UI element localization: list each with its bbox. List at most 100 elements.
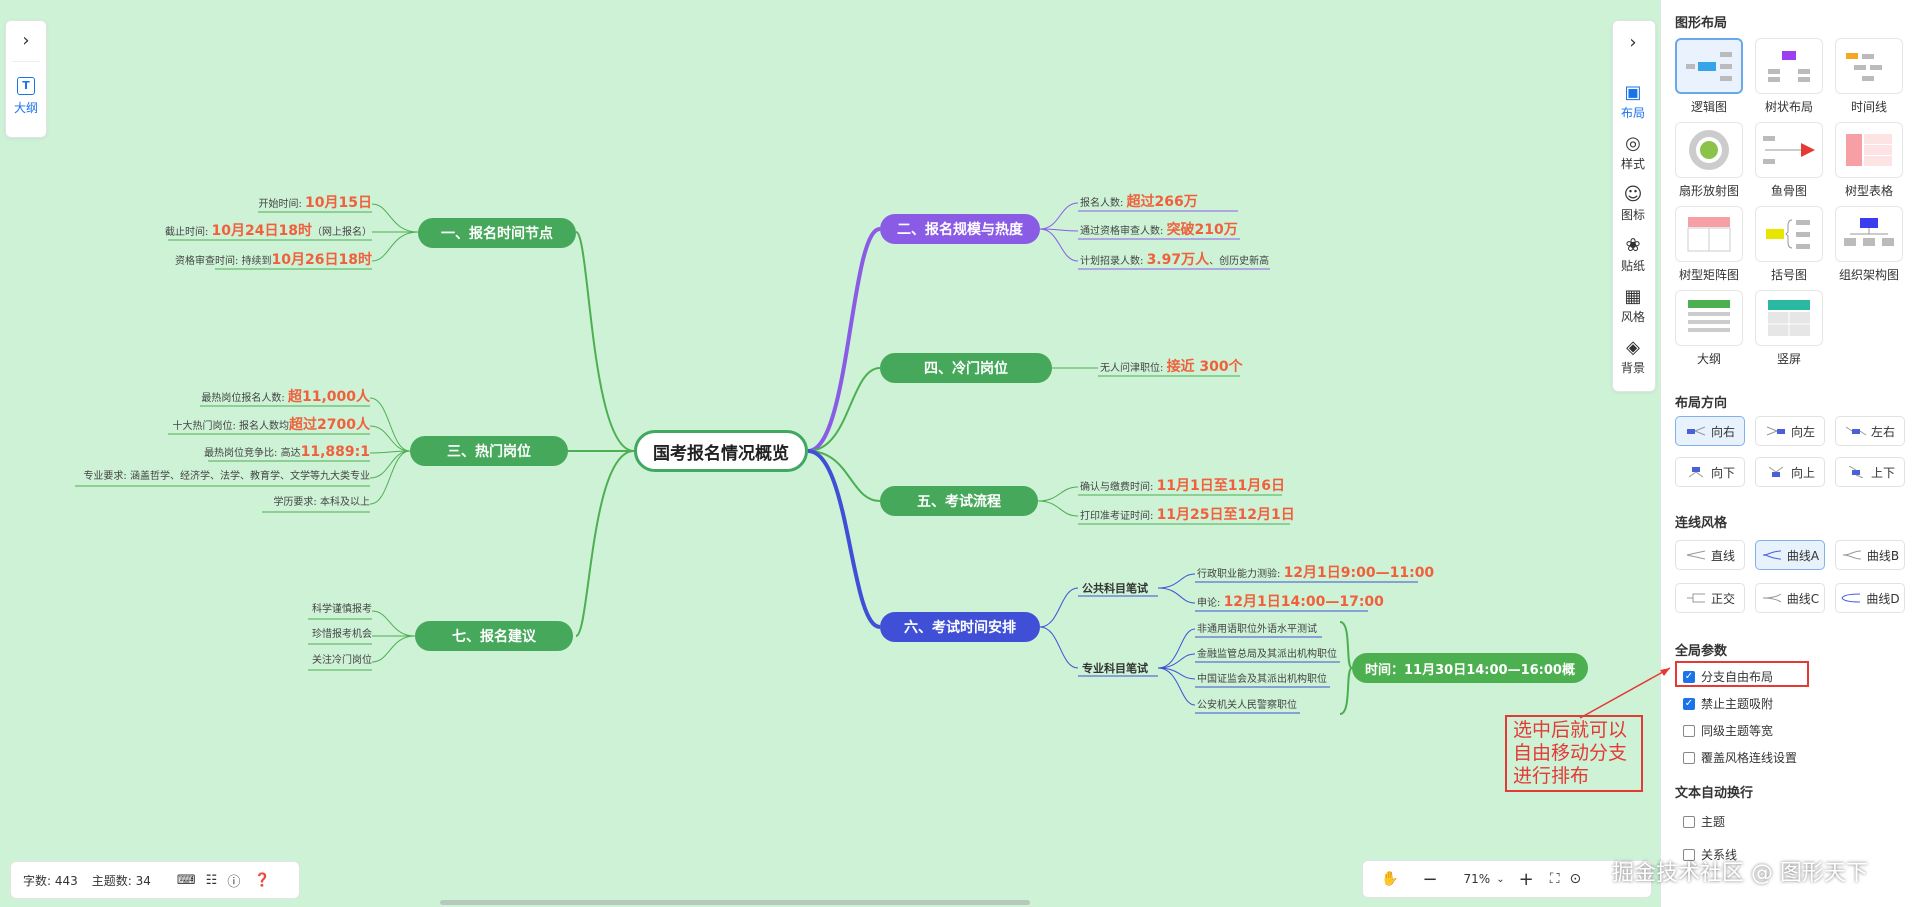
leaf-b3-0[interactable]: 最热岗位报名人数: 超11,000人 — [201, 389, 370, 405]
layout-fishbone[interactable]: 鱼骨图 — [1755, 122, 1823, 199]
leaf-b6-s1[interactable]: 金融监管总局及其派出机构职位 — [1197, 649, 1337, 660]
leaf-b3-3[interactable]: 专业要求: 涵盖哲学、经济学、法学、教育学、文学等九大类专业 — [83, 471, 370, 482]
fan-layout-icon — [1689, 130, 1729, 170]
leaf-b6-s0[interactable]: 非通用语职位外语水平测试 — [1197, 624, 1317, 635]
outline-button[interactable]: T 大纲 — [6, 62, 46, 130]
toolbar-background[interactable]: ◈背景 — [1612, 337, 1654, 376]
opt-equal-width[interactable]: 同级主题等宽 — [1683, 722, 1773, 739]
layout-bracket[interactable]: 括号图 — [1755, 206, 1823, 283]
expand-left-button[interactable]: › — [6, 21, 46, 61]
branch-b3[interactable]: 三、热门岗位 — [410, 436, 568, 466]
opt-no-snap[interactable]: ✓禁止主题吸附 — [1683, 697, 1774, 711]
branch-b6[interactable]: 六、考试时间安排 — [880, 612, 1040, 642]
layout-fan[interactable]: 扇形放射图 — [1675, 122, 1743, 199]
direction-down[interactable]: 向下 — [1675, 457, 1745, 487]
chevron-down-icon[interactable]: ⌄ — [1496, 873, 1505, 885]
sub-b6-professional[interactable]: 专业科目笔试 — [1082, 662, 1148, 675]
leaf-b2-0[interactable]: 报名人数: 超过266万 — [1080, 194, 1198, 210]
chevron-right-icon: › — [22, 30, 30, 51]
branch-b5[interactable]: 五、考试流程 — [880, 486, 1038, 516]
fit-screen-icon[interactable]: ⛶ — [1549, 871, 1560, 887]
line-orthogonal[interactable]: 正交 — [1675, 583, 1745, 613]
direction-left[interactable]: 向左 — [1755, 416, 1825, 446]
branch-b7[interactable]: 七、报名建议 — [415, 621, 573, 651]
summary-node[interactable]: 时间：11月30日14:00—16:00概 — [1352, 653, 1588, 683]
line-curve-c[interactable]: 曲线C — [1755, 583, 1825, 613]
layout-org[interactable]: 组织架构图 — [1835, 206, 1903, 283]
leaf-b5-1[interactable]: 打印准考证时间: 11月25日至12月1日 — [1080, 507, 1295, 523]
line-straight[interactable]: 直线 — [1675, 540, 1745, 570]
horizontal-scrollbar[interactable] — [440, 900, 1030, 905]
layout-logic[interactable]: 逻辑图 — [1675, 38, 1743, 115]
toolbar-style[interactable]: ◎样式 — [1612, 133, 1654, 172]
leaf-b1-1[interactable]: 截止时间: 10月24日18时（网上报名） — [164, 223, 372, 239]
toolbar-icon[interactable]: ☺图标 — [1612, 184, 1654, 223]
zoom-out-button[interactable]: − — [1422, 868, 1438, 890]
leaf-b7-2[interactable]: 关注冷门岗位 — [312, 655, 372, 666]
branch-b1[interactable]: 一、报名时间节点 — [418, 218, 576, 248]
collapse-panel-button[interactable]: › — [1612, 32, 1654, 54]
chevron-right-icon: › — [1629, 32, 1637, 53]
zoom-level[interactable]: 71% — [1463, 872, 1491, 886]
leaf-b2-2[interactable]: 计划招录人数: 3.97万人、创历史新高 — [1080, 252, 1270, 268]
keyboard-icon[interactable]: ⌨ — [176, 872, 196, 888]
leaf-b1-0[interactable]: 开始时间: 10月15日 — [258, 195, 372, 211]
direction-right[interactable]: 向右 — [1675, 416, 1745, 446]
link-root-b2 — [807, 227, 881, 453]
leaf-b7-1[interactable]: 珍惜报考机会 — [312, 629, 372, 640]
info-icon[interactable]: ⓘ — [227, 874, 241, 890]
checkbox-checked-icon: ✓ — [1683, 697, 1695, 710]
leaf-b7-0[interactable]: 科学谨慎报考 — [312, 604, 372, 615]
layout-tree-table[interactable]: 树型表格 — [1835, 122, 1903, 199]
toolbar-theme[interactable]: ▦风格 — [1612, 286, 1654, 325]
checkbox-icon — [1683, 751, 1695, 764]
leaf-b4-0[interactable]: 无人问津职位: 接近 300个 — [1100, 359, 1243, 375]
leaf-b3-2[interactable]: 最热岗位竞争比: 高达11,889:1 — [204, 444, 370, 460]
opt-override-lines[interactable]: 覆盖风格连线设置 — [1683, 749, 1797, 766]
structure-icon[interactable]: ☷ — [205, 872, 218, 888]
line-curve-b[interactable]: 曲线B — [1835, 540, 1905, 570]
mindmap-canvas[interactable]: 国考报名情况概览 一、报名时间节点 二、报名规模与热度 三、热门岗位 四、冷门岗… — [0, 0, 1660, 907]
line-curve-d[interactable]: 曲线D — [1835, 583, 1905, 613]
checkbox-icon — [1683, 724, 1695, 737]
toolbar-layout[interactable]: ▣布局 — [1612, 82, 1654, 121]
watermark: 掘金技术社区 @ 图形天下 — [1612, 861, 1868, 886]
leaf-b6-p1[interactable]: 申论: 12月1日14:00—17:00 — [1197, 594, 1384, 610]
sub-b6-public[interactable]: 公共科目笔试 — [1082, 582, 1148, 595]
opt-free-layout[interactable]: ✓分支自由布局 — [1683, 670, 1774, 684]
leaf-b5-0[interactable]: 确认与缴费时间: 11月1日至11月6日 — [1080, 478, 1286, 494]
layout-tree[interactable]: 树状布局 — [1755, 38, 1823, 115]
help-icon[interactable]: ❓ — [254, 872, 271, 888]
zoom-in-button[interactable]: + — [1518, 868, 1534, 890]
locate-icon[interactable]: ⊙ — [1569, 871, 1582, 887]
property-panel: 图形布局 逻辑图 树状布局 时间线 扇形放射图 鱼骨图 树型表格 树型矩阵图 括… — [1660, 0, 1920, 907]
link-root-b5 — [807, 450, 881, 502]
direction-updown[interactable]: 上下 — [1835, 457, 1905, 487]
leaf-b6-p0[interactable]: 行政职业能力测验: 12月1日9:00—11:00 — [1197, 565, 1435, 581]
hand-icon[interactable]: ✋ — [1381, 871, 1399, 887]
branch-b4[interactable]: 四、冷门岗位 — [880, 353, 1052, 383]
wrap-relation[interactable]: 关系线 — [1683, 846, 1737, 863]
root-topic[interactable]: 国考报名情况概览 — [634, 430, 808, 472]
toolbar-sticker[interactable]: ❀贴纸 — [1612, 235, 1654, 274]
wrap-topic[interactable]: 主题 — [1683, 813, 1725, 830]
fishbone-layout-icon — [1763, 136, 1815, 164]
leaf-b6-s3[interactable]: 公安机关人民警察职位 — [1197, 700, 1297, 711]
layout-timeline[interactable]: 时间线 — [1835, 38, 1903, 115]
direction-right-icon — [1686, 426, 1706, 436]
branch-b2[interactable]: 二、报名规模与热度 — [880, 214, 1040, 244]
layout-outline[interactable]: 大纲 — [1675, 290, 1743, 367]
leaf-b1-2[interactable]: 资格审查时间: 持续到10月26日18时 — [174, 252, 372, 268]
link-root-b4 — [807, 367, 881, 452]
wrap-section-title: 文本自动换行 — [1675, 786, 1754, 801]
layout-vertical[interactable]: 竖屏 — [1755, 290, 1823, 367]
leaf-b3-1[interactable]: 十大热门岗位: 报名人数均超过2700人 — [172, 417, 370, 433]
direction-both[interactable]: 左右 — [1835, 416, 1905, 446]
direction-up[interactable]: 向上 — [1755, 457, 1825, 487]
line-curve-c-icon — [1762, 593, 1782, 603]
layout-tree-matrix[interactable]: 树型矩阵图 — [1675, 206, 1743, 283]
line-curve-a[interactable]: 曲线A — [1755, 540, 1825, 570]
leaf-b3-4[interactable]: 学历要求: 本科及以上 — [273, 497, 370, 508]
leaf-b6-s2[interactable]: 中国证监会及其派出机构职位 — [1197, 674, 1327, 685]
leaf-b2-1[interactable]: 通过资格审查人数: 突破210万 — [1080, 222, 1238, 238]
